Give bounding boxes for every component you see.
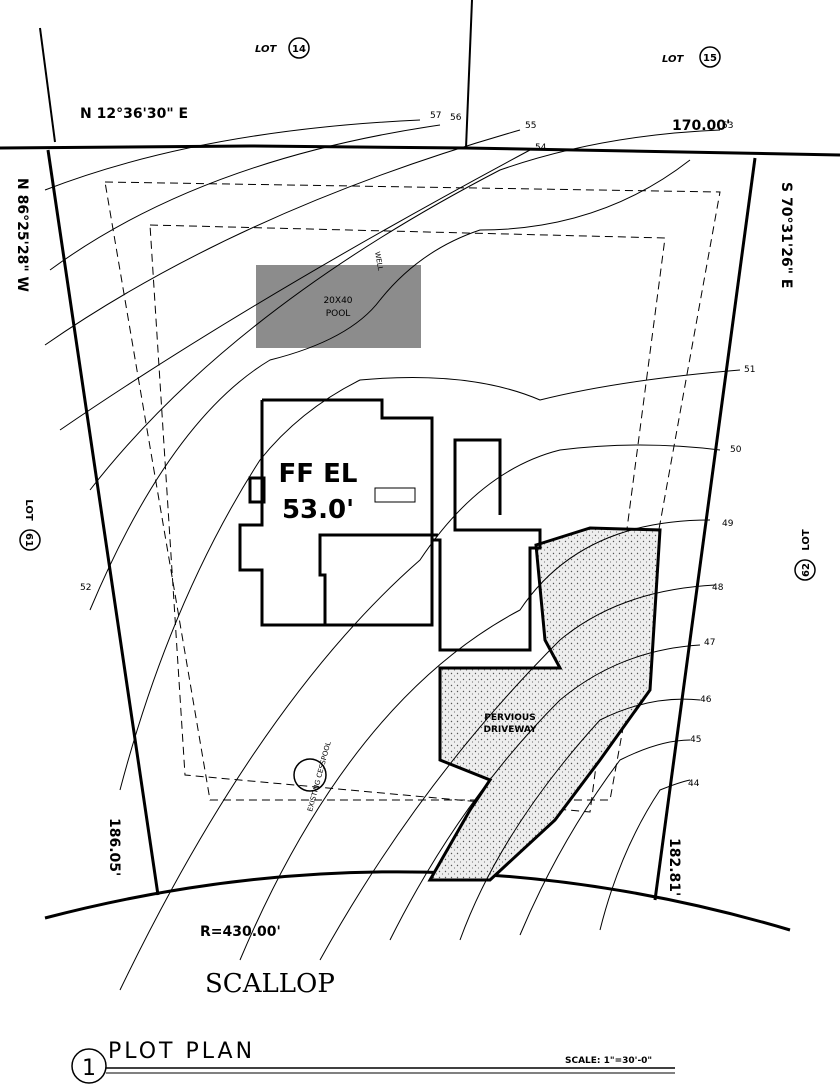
house-footprint xyxy=(238,398,542,652)
svg-text:44: 44 xyxy=(688,779,700,789)
driveway-label-2: DRIVEWAY xyxy=(483,725,536,735)
driveway-label-1: PERVIOUS xyxy=(484,713,535,723)
svg-text:56: 56 xyxy=(450,113,462,123)
lot-62-number: 62 xyxy=(801,563,812,577)
title-number-circle xyxy=(71,1048,107,1084)
property-boundary xyxy=(0,144,840,901)
scale-label: SCALE: 1"=30'-0" xyxy=(565,1056,652,1066)
svg-text:49: 49 xyxy=(722,519,734,529)
lot-15-label: LOT xyxy=(662,54,685,65)
contour-lines xyxy=(44,119,741,991)
lot-62-label: LOT xyxy=(801,529,812,551)
svg-text:55: 55 xyxy=(525,121,536,131)
bearing-west: N 86°25'28" W xyxy=(14,178,30,292)
neighbor-lot-lines xyxy=(39,0,473,149)
ff-elevation-label: FF EL xyxy=(279,459,358,489)
plan-title: PLOT PLAN xyxy=(108,1039,255,1064)
svg-text:51: 51 xyxy=(744,365,755,375)
distance-west: 186.05' xyxy=(106,818,122,876)
street-name: SCALLOP xyxy=(205,969,335,999)
cesspool-label: EXISTING CESSPOOL xyxy=(306,741,332,813)
setback-lines xyxy=(104,181,721,813)
svg-text:57: 57 xyxy=(430,111,441,121)
well-label: WELL xyxy=(373,251,384,271)
svg-text:50: 50 xyxy=(730,445,742,455)
existing-cesspool xyxy=(293,758,327,792)
bearing-east: S 70°31'26" E xyxy=(778,182,794,288)
pool-label-1: 20X40 xyxy=(323,296,352,306)
title-number: 1 xyxy=(82,1056,96,1081)
svg-text:46: 46 xyxy=(700,695,712,705)
lot-14-number: 14 xyxy=(292,44,306,55)
pool-label-2: POOL xyxy=(326,309,351,319)
lot-14-label: LOT xyxy=(255,44,278,55)
svg-text:54: 54 xyxy=(535,143,547,153)
svg-text:52: 52 xyxy=(80,583,91,593)
bearing-north: N 12°36'30" E xyxy=(80,106,188,122)
lot-61-label: LOT xyxy=(23,499,34,521)
street-radius: R=430.00' xyxy=(200,924,281,940)
distance-east: 182.81' xyxy=(666,838,682,896)
lot-61-number: 61 xyxy=(23,533,34,547)
svg-text:53: 53 xyxy=(722,121,733,131)
svg-text:48: 48 xyxy=(712,583,724,593)
distance-north: 170.00' xyxy=(672,118,730,134)
ff-elevation-value: 53.0' xyxy=(282,495,354,525)
pervious-driveway xyxy=(427,526,662,882)
svg-text:47: 47 xyxy=(704,638,715,648)
lot-15-number: 15 xyxy=(703,53,717,64)
svg-text:45: 45 xyxy=(690,735,701,745)
street-curve xyxy=(44,870,791,932)
contour-labels: 57 56 55 54 53 52 51 50 49 48 47 46 45 4… xyxy=(80,111,755,789)
